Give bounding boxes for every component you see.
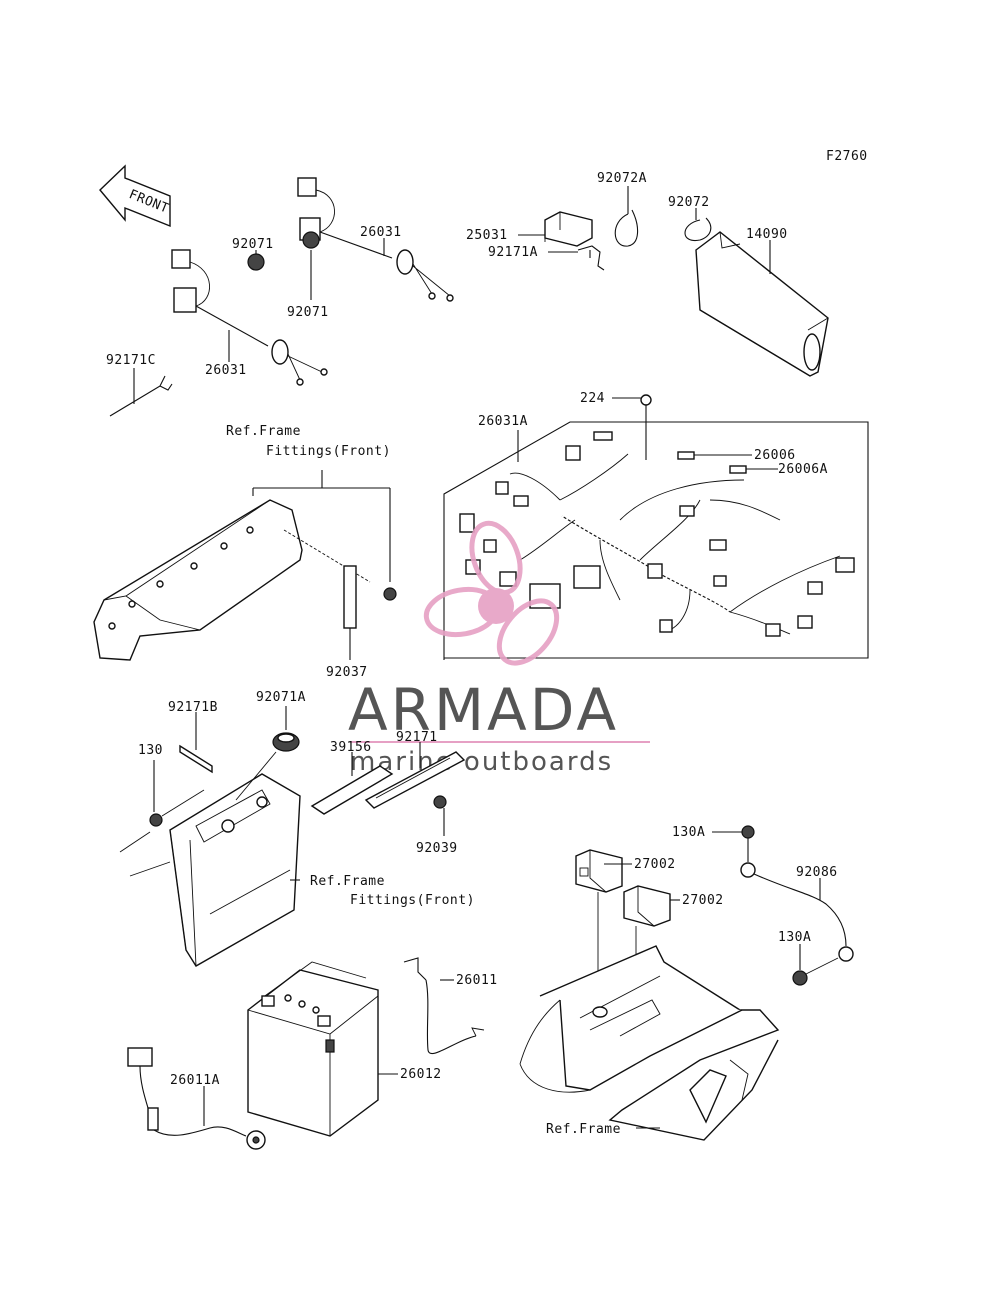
- ref-frame-label-1: Ref.Frame: [226, 424, 301, 439]
- callout-92171B: 92171B: [168, 700, 218, 715]
- fuse-26006A: [729, 465, 747, 474]
- cable-26011: [403, 957, 485, 1055]
- bracket-frame-front-2: [119, 773, 301, 967]
- plate-92037: [343, 565, 357, 629]
- grommet-92071A: [272, 732, 300, 752]
- watermark-brand: ARMADA: [348, 676, 619, 744]
- callout-27002-a: 27002: [634, 857, 676, 872]
- callout-224: 224: [580, 391, 605, 406]
- pad-39156: [310, 765, 394, 815]
- relay-bracket-frame: [519, 945, 780, 1141]
- callout-27002-b: 27002: [682, 893, 724, 908]
- bolt-224: [640, 394, 652, 460]
- front-arrow-icon: FRONT: [99, 164, 171, 228]
- callout-92171C: 92171C: [106, 353, 156, 368]
- bolt-130: [149, 813, 163, 827]
- callout-25031: 25031: [466, 228, 508, 243]
- callout-26011A: 26011A: [170, 1073, 220, 1088]
- holder-25031: [544, 211, 593, 247]
- propeller-logo: [423, 520, 560, 666]
- frame-fitting-front-1: [93, 499, 303, 661]
- callout-92072A: 92072A: [597, 171, 647, 186]
- ref-frame-label-2: Ref.Frame: [310, 874, 385, 889]
- bolt-130A-top: [741, 825, 755, 862]
- callout-39156: 39156: [330, 740, 372, 755]
- clamp-92171C: [109, 375, 173, 417]
- callout-92171A: 92171A: [488, 245, 538, 260]
- screw-92037: [383, 587, 397, 601]
- callout-26012: 26012: [400, 1067, 442, 1082]
- clamp-92072A: [614, 209, 639, 247]
- main-harness-26031A: [459, 431, 855, 637]
- clamp-92171A: [577, 245, 605, 271]
- callout-92037: 92037: [326, 665, 368, 680]
- callout-92071-a: 92071: [232, 237, 274, 252]
- harness-26031-lower: [171, 249, 328, 386]
- callout-26011: 26011: [456, 973, 498, 988]
- callout-26031-lower: 26031: [205, 363, 247, 378]
- relay-27002-b: [623, 885, 671, 927]
- callout-14090: 14090: [746, 227, 788, 242]
- callout-92072: 92072: [668, 195, 710, 210]
- callout-92071-b: 92071: [287, 305, 329, 320]
- cover-14090: [695, 231, 829, 377]
- grommet-92071-a: [247, 253, 265, 271]
- callout-130: 130: [138, 743, 163, 758]
- callout-92039: 92039: [416, 841, 458, 856]
- strap-92171: [364, 751, 466, 809]
- ref-frame-label-3: Ref.Frame: [546, 1122, 621, 1137]
- main-harness-frame: [443, 421, 869, 660]
- callout-92171: 92171: [396, 730, 438, 745]
- callout-26031A: 26031A: [478, 414, 528, 429]
- figure-code: F2760: [826, 149, 868, 164]
- callout-26006: 26006: [754, 448, 796, 463]
- callout-92086: 92086: [796, 865, 838, 880]
- screw-92039: [433, 795, 447, 809]
- callout-130A-top: 130A: [672, 825, 705, 840]
- battery-26012: [247, 961, 379, 1137]
- cable-92086: [740, 862, 854, 962]
- callout-26031-upper: 26031: [360, 225, 402, 240]
- fuse-26006: [677, 451, 695, 460]
- cable-26011A: [127, 1047, 266, 1150]
- ref-fittings-label-1: Fittings(Front): [266, 444, 391, 459]
- grommet-92071-b: [302, 231, 320, 249]
- callout-92071A: 92071A: [256, 690, 306, 705]
- callout-26006A: 26006A: [778, 462, 828, 477]
- bolt-130A-bottom: [792, 957, 839, 986]
- watermark-tagline: marine outboards: [350, 747, 613, 777]
- clamp-92072: [684, 217, 712, 242]
- relay-27002-a: [575, 849, 623, 893]
- ref-fittings-label-2: Fittings(Front): [350, 893, 475, 908]
- callout-130A-bottom: 130A: [778, 930, 811, 945]
- tag-92171B: [179, 744, 213, 774]
